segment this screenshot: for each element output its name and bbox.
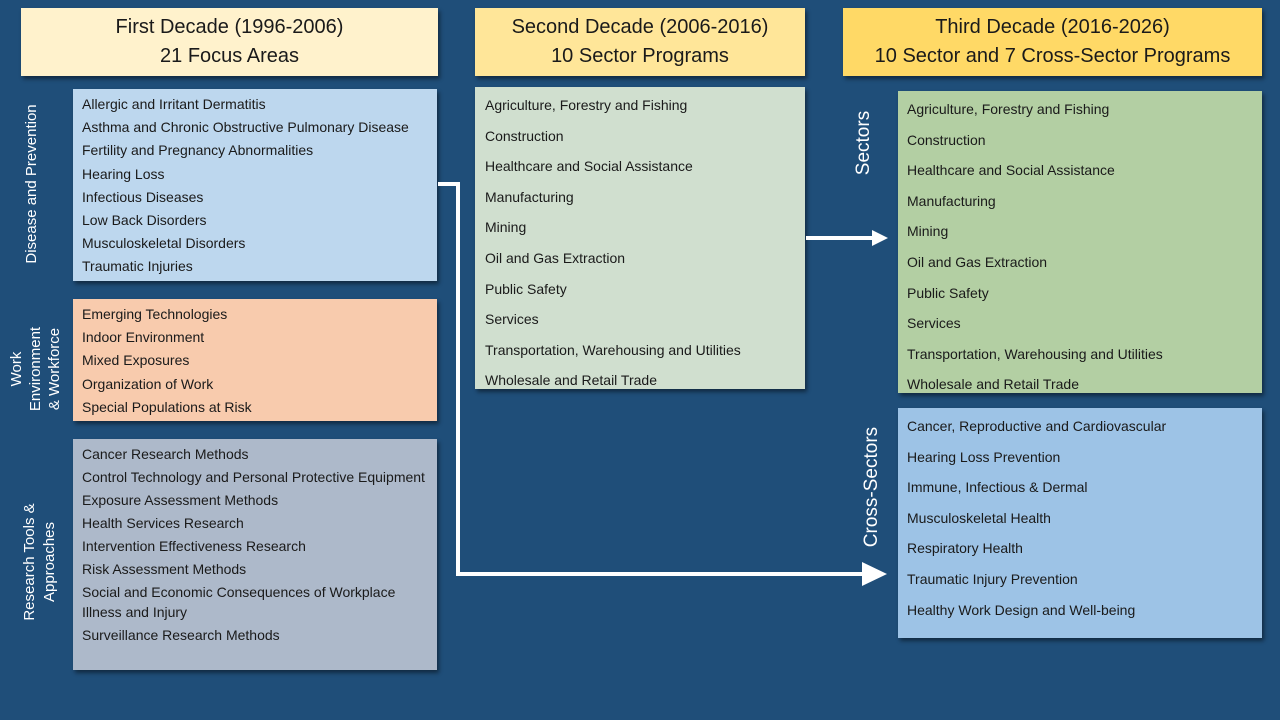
list-item: Healthy Work Design and Well-being <box>907 601 1136 618</box>
list-item: Control Technology and Personal Protecti… <box>82 469 425 485</box>
list-item: Fertility and Pregnancy Abnormalities <box>82 142 314 159</box>
list-item: Manufacturing <box>907 192 996 209</box>
list-item: Manufacturing <box>485 188 574 205</box>
list-item: Oil and Gas Extraction <box>907 253 1048 270</box>
list-item: Public Safety <box>485 280 567 297</box>
list-item: Immune, Infectious & Dermal <box>907 479 1088 496</box>
list-item: Agriculture, Forestry and Fishing <box>907 101 1110 117</box>
list-item: Services <box>907 315 961 332</box>
list-item: Respiratory Health <box>907 540 1023 557</box>
header-third-decade: Third Decade (2016-2026) 10 Sector and 7… <box>843 8 1262 76</box>
list-item: Construction <box>907 131 986 148</box>
list-item: Hearing Loss Prevention <box>907 448 1061 465</box>
list-item: Intervention Effectiveness Research <box>82 538 306 554</box>
disease-prevention-box: Allergic and Irritant Dermatitis Asthma … <box>73 89 437 281</box>
list-item: Services <box>485 311 539 328</box>
list-item: Risk Assessment Methods <box>82 561 247 577</box>
hearing-loss-connector-line <box>438 182 862 576</box>
list-item: Transportation, Warehousing and Utilitie… <box>485 341 741 358</box>
list-item: Mining <box>485 219 527 236</box>
third-decade-cross-sectors-box: Cancer, Reproductive and Cardiovascular … <box>898 408 1262 638</box>
list-item: Musculoskeletal Disorders <box>82 235 246 252</box>
work-environment-box: Emerging Technologies Indoor Environment… <box>73 299 437 421</box>
list-item: Special Populations at Risk <box>82 398 252 415</box>
arrowhead-cross-sectors <box>862 562 887 586</box>
arrowhead-sectors <box>872 230 888 246</box>
list-item: Healthcare and Social Assistance <box>485 158 693 175</box>
header-second-title: Second Decade (2006-2016) <box>511 16 769 38</box>
list-item: Social and Economic Consequences of Work… <box>82 584 396 620</box>
list-item: Asthma and Chronic Obstructive Pulmonary… <box>82 119 409 136</box>
list-item: Mining <box>907 223 949 240</box>
list-item: Traumatic Injury Prevention <box>907 570 1078 587</box>
list-item: Musculoskeletal Health <box>907 509 1051 526</box>
third-decade-sectors-box: Agriculture, Forestry and Fishing Constr… <box>898 91 1262 393</box>
list-item: Wholesale and Retail Trade <box>485 372 657 389</box>
list-item: Construction <box>485 127 564 144</box>
header-first-subtitle: 21 Focus Areas <box>160 45 299 67</box>
list-item: Health Services Research <box>82 515 244 531</box>
list-item: Cancer, Reproductive and Cardiovascular <box>907 418 1167 434</box>
list-item: Organization of Work <box>82 375 214 392</box>
header-third-title: Third Decade (2016-2026) <box>935 16 1170 38</box>
list-item: Infectious Diseases <box>82 188 204 205</box>
header-first-title: First Decade (1996-2006) <box>115 16 344 38</box>
research-tools-box: Cancer Research Methods Control Technolo… <box>73 439 437 670</box>
list-item: Traumatic Injuries <box>82 258 193 275</box>
header-second-decade: Second Decade (2006-2016) 10 Sector Prog… <box>475 8 805 76</box>
list-item: Wholesale and Retail Trade <box>907 376 1079 393</box>
list-item: Public Safety <box>907 284 989 301</box>
header-third-subtitle: 10 Sector and 7 Cross-Sector Programs <box>874 45 1231 67</box>
list-item: Transportation, Warehousing and Utilitie… <box>907 345 1163 362</box>
second-decade-sectors-box: Agriculture, Forestry and Fishing Constr… <box>475 87 805 389</box>
list-item: Hearing Loss <box>82 165 165 182</box>
header-second-subtitle: 10 Sector Programs <box>551 45 729 67</box>
list-item: Surveillance Research Methods <box>82 627 280 643</box>
list-item: Mixed Exposures <box>82 352 190 369</box>
list-item: Healthcare and Social Assistance <box>907 162 1115 179</box>
list-item: Agriculture, Forestry and Fishing <box>485 97 688 113</box>
list-item: Oil and Gas Extraction <box>485 249 626 266</box>
list-item: Indoor Environment <box>82 329 205 346</box>
list-item: Emerging Technologies <box>82 306 228 322</box>
list-item: Low Back Disorders <box>82 212 207 229</box>
list-item: Cancer Research Methods <box>82 446 249 462</box>
list-item: Exposure Assessment Methods <box>82 492 279 508</box>
header-first-decade: First Decade (1996-2006) 21 Focus Areas <box>21 8 438 76</box>
list-item: Allergic and Irritant Dermatitis <box>82 96 266 112</box>
